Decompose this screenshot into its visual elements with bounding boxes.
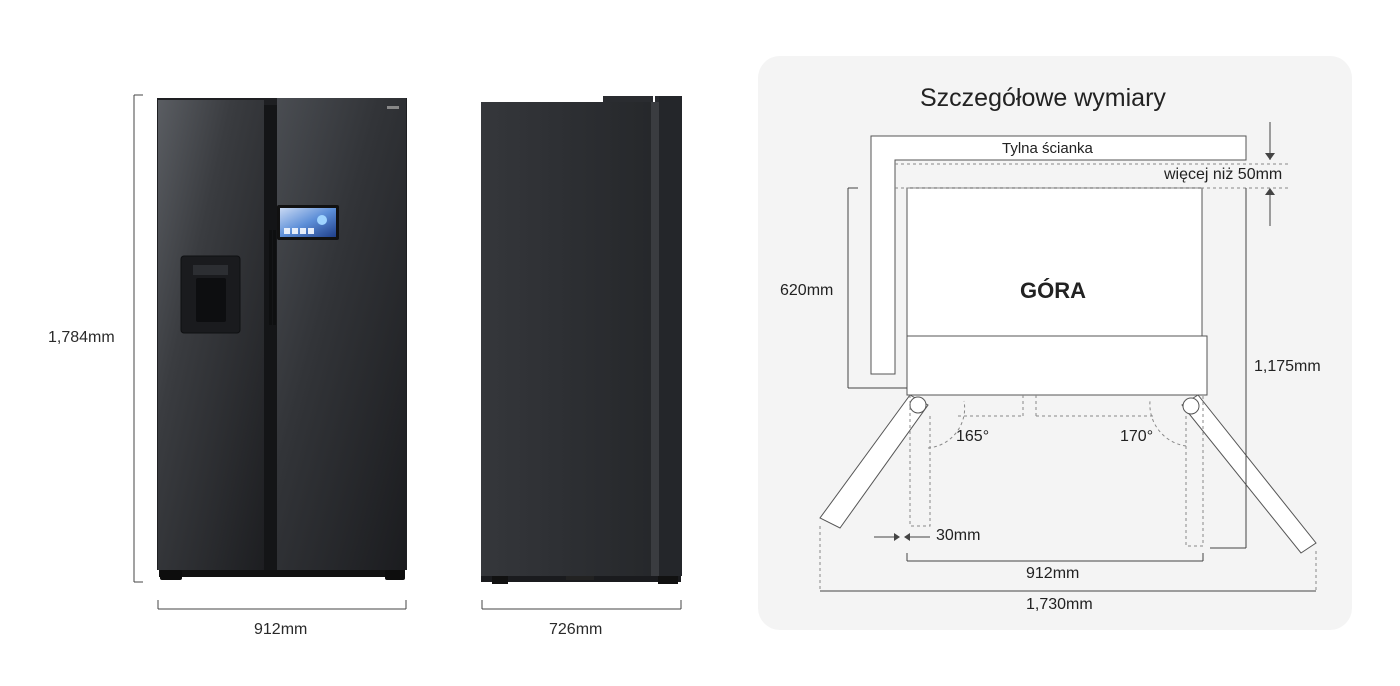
top-view-diagram: [819, 122, 1317, 592]
fridge-front-view: [157, 98, 407, 580]
width-1730-label: 1,730mm: [1026, 596, 1093, 613]
front-width-dimension: [157, 600, 407, 610]
clearance-label: więcej niż 50mm: [1164, 166, 1283, 183]
top-label: GÓRA: [1020, 278, 1086, 303]
fridge-side-view: [481, 96, 682, 584]
detailed-dimensions-panel: Szczegółowe wymiary Tylna ścianka więcej…: [758, 56, 1352, 630]
width-912-label: 912mm: [1026, 565, 1080, 582]
depth-label: 726mm: [549, 621, 603, 638]
side-panel: [481, 102, 651, 576]
panel-title: Szczegółowe wymiary: [920, 84, 1166, 112]
gap-label: 30mm: [936, 527, 981, 544]
fridge-views: [133, 94, 682, 610]
back-wall-label: Tylna ścianka: [1002, 140, 1093, 157]
front-width-label: 912mm: [254, 621, 308, 638]
left-door: [158, 100, 264, 570]
left-angle-label: 165°: [956, 428, 990, 445]
depth-dimension: [481, 600, 682, 610]
open-depth-label: 1,175mm: [1254, 358, 1321, 375]
right-angle-label: 170°: [1120, 428, 1154, 445]
depth-620-label: 620mm: [780, 282, 834, 299]
height-label: 1,784mm: [48, 329, 115, 346]
right-door: [277, 98, 406, 570]
height-dimension: [133, 94, 143, 583]
